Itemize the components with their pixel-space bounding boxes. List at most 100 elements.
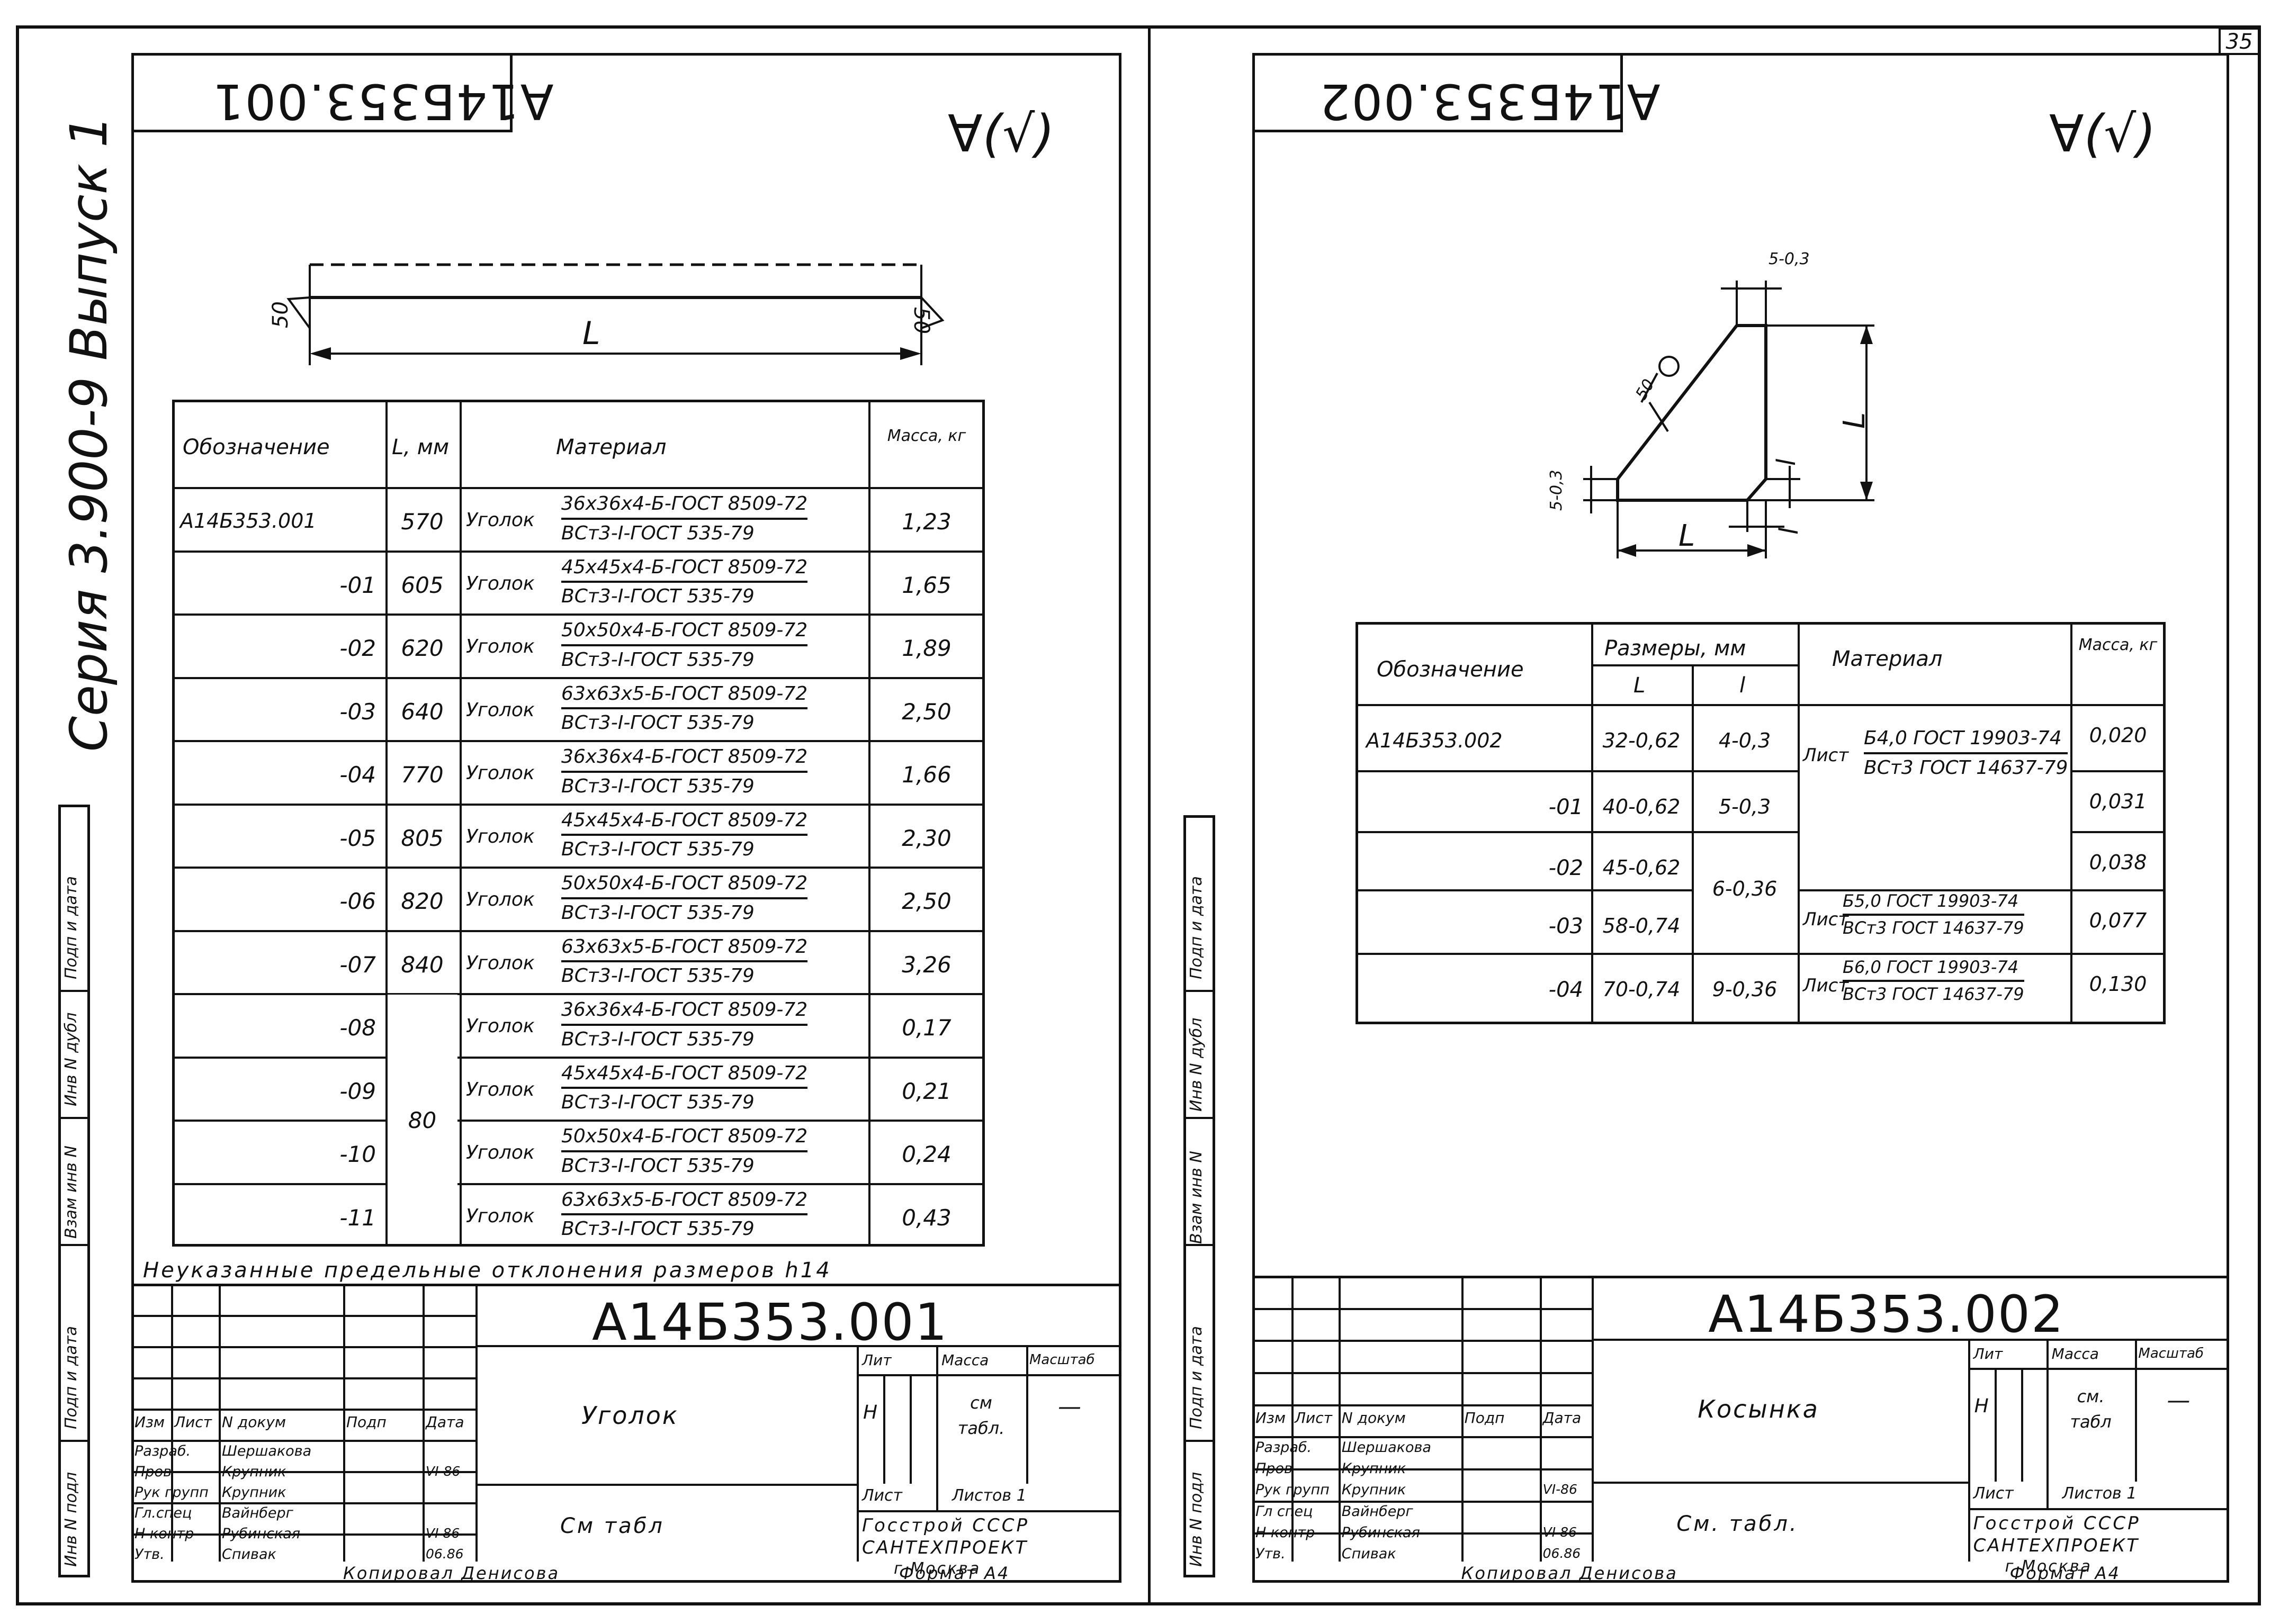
hdr-L: L, мм [392,435,450,459]
tb-org: Госстрой СССР [862,1515,1029,1536]
row-part: Уголок [466,509,535,531]
tb-col-header: Изм [1255,1409,1286,1427]
tb-mass-label: Масса [2051,1345,2099,1363]
tbl-col [1692,664,1694,1024]
tb-row [857,1374,1121,1376]
row-profile: 36х36х4-Б-ГОСТ 8509-72 [561,493,808,520]
tb-row [1252,1532,1592,1535]
tb-col [2046,1338,2049,1482]
tb-role: Пров [1255,1460,1292,1477]
row-length: 640 [401,698,444,725]
tb-city: г Москва [894,1559,981,1578]
tb-col [1291,1276,1294,1562]
row-mass: 2,30 [902,825,952,851]
row-part: Уголок [466,572,535,594]
side-line [58,1244,90,1246]
r-hdr-L: L [1633,673,1646,698]
tb-name: Крупник [1341,1460,1406,1477]
tb-copied: Копировал Денисова [1461,1563,1678,1583]
tb-col-header: Лист [1294,1409,1332,1427]
table-row-line [172,1056,985,1059]
tbl-col [868,400,870,1247]
tb-row [131,1346,475,1348]
tbl-row [1356,704,2166,706]
row-steel: ВСт3-I-ГОСТ 535-79 [561,522,755,544]
tb-col-header: Изм [134,1413,165,1431]
row-steel: ВСт3-I-ГОСТ 535-79 [561,585,755,608]
row-designation: -03 [339,698,376,725]
r-row-mass: 0,031 [2089,790,2147,813]
table-row-line [1798,889,2070,891]
row-mass: 1,89 [902,635,952,661]
tb-row [1252,1372,1592,1375]
row-mass: 2,50 [902,888,952,914]
tb-col [1338,1276,1341,1562]
side-stamp-left [58,805,90,1577]
tb-code: А14Б353.002 [1708,1285,2064,1344]
table-row-line [1591,953,1692,955]
row-length: 620 [401,635,444,661]
tb-row [475,1345,1121,1347]
tb-col [1994,1367,1997,1482]
tb-name: Спивак [222,1546,276,1563]
tb-scale-label: Масштаб [2138,1345,2204,1361]
hdr-mass: Масса, кг [887,427,966,445]
tbl-col [1798,622,1800,1024]
tb-row [1252,1340,1592,1342]
tb-col [2046,1481,2049,1508]
tb-row [1968,1367,2229,1370]
row-mass: 3,26 [902,951,952,978]
row-designation: -01 [339,572,376,598]
tb-col [475,1284,478,1562]
tb-lit-label: Лит [1973,1345,2003,1363]
row-length: 840 [401,951,444,978]
tb-name: Крупник [222,1463,286,1480]
tb-sheets-label: Листов 1 [952,1486,1027,1505]
r-row-L: 70-0,74 [1602,978,1681,1001]
tb-row [1968,1508,2229,1510]
tb-row [131,1502,475,1504]
table-row-line [1591,770,1692,772]
side-line [58,1440,90,1442]
row-mass: 1,23 [902,509,952,535]
tb-col-header: Подп [1464,1409,1505,1427]
row-profile: 45х45х4-Б-ГОСТ 8509-72 [561,556,808,583]
row-length: 80 [408,1107,437,1133]
row-steel: ВСт3-I-ГОСТ 535-79 [561,965,755,987]
table-row-line [1692,770,1798,772]
r-hdr-mass: Масса, кг [2078,636,2158,654]
tb-material-field: См табл [560,1514,665,1538]
tb-col [343,1284,345,1562]
hdr-material: Материал [556,435,667,459]
right-surface-mark: ∀(√) [2049,104,2156,164]
tb-row [1252,1468,1592,1471]
row-steel: ВСт3-I-ГОСТ 535-79 [561,1154,755,1177]
r-material-type: Лист [1803,975,1849,996]
tb-city: г Москва [2005,1557,2092,1576]
tb-col-header: N докум [1341,1409,1406,1427]
table-row-line [172,993,985,995]
row-part: Уголок [466,636,535,657]
side-stamp-right [1183,815,1215,1577]
row-profile: 63х63х5-Б-ГОСТ 8509-72 [561,683,808,710]
tb-org: Госстрой СССР [1973,1512,2141,1534]
row-profile: 36х36х4-Б-ГОСТ 8509-72 [561,746,808,773]
tb-col [2021,1367,2023,1482]
right-mirror-code-box [1252,53,1623,132]
tb-row [131,1377,475,1379]
r-row-mass: 0,038 [2089,851,2147,874]
page-number: 35 [2219,28,2260,55]
row-designation: -10 [339,1141,376,1167]
tb-row [131,1314,475,1317]
row-steel: ВСт3-I-ГОСТ 535-79 [561,775,755,797]
table-row-line [2070,770,2166,772]
side-line [58,1117,90,1119]
r-material-bot: ВСт3 ГОСТ 14637-79 [1843,918,2024,939]
table-row-line [172,867,985,869]
